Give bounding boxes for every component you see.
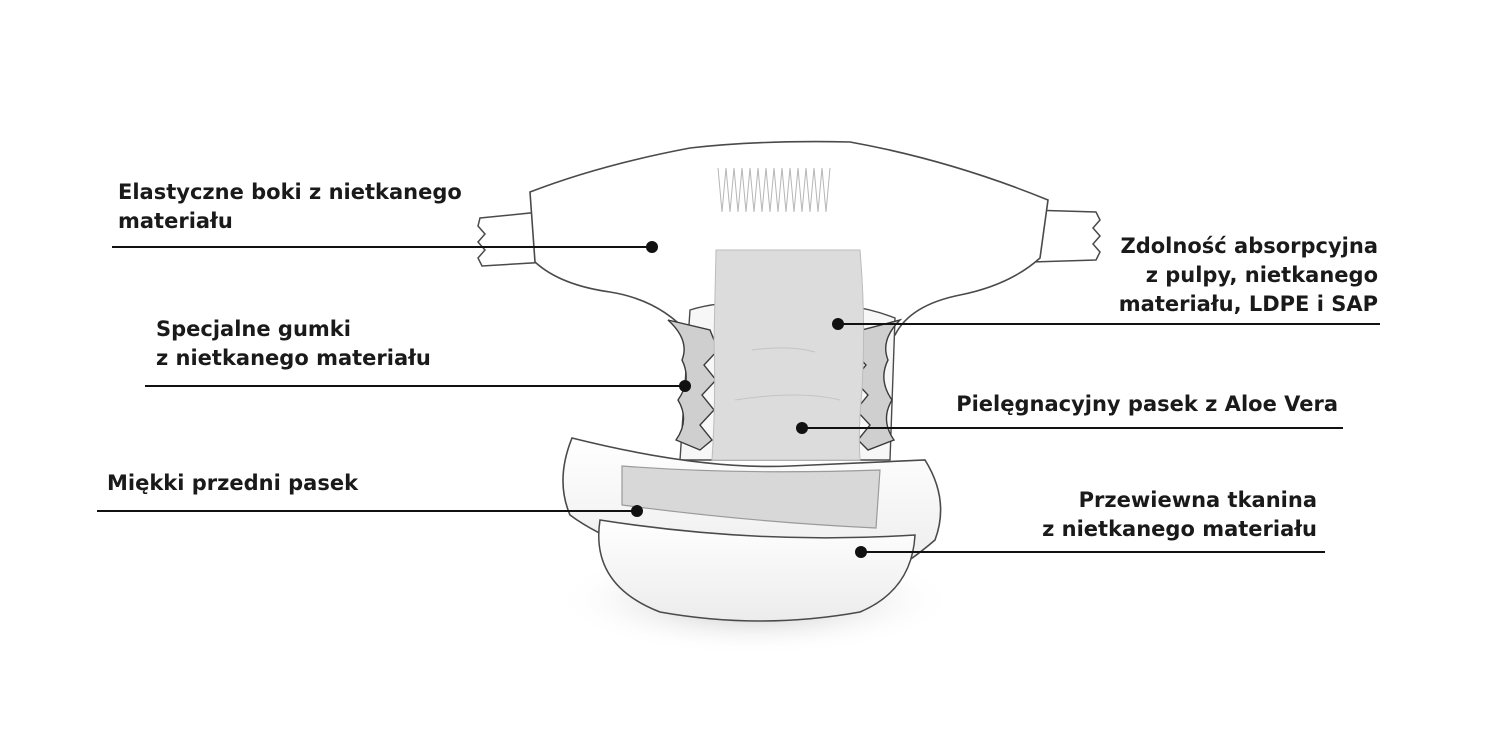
callout-front-strip-line-1: Miękki przedni pasek bbox=[107, 471, 359, 495]
right-tab bbox=[1029, 209, 1101, 263]
callout-absorbency-line-1: Zdolność absorpcyjna bbox=[1120, 234, 1379, 258]
callout-aloe-strip-line-1: Pielęgnacyjny pasek z Aloe Vera bbox=[956, 392, 1338, 416]
callout-dots bbox=[631, 241, 867, 558]
front-cup bbox=[598, 519, 916, 622]
front-strip bbox=[621, 465, 881, 529]
core-fold-line-2 bbox=[734, 394, 841, 401]
callout-absorbency-line-3: materiału, LDPE i SAP bbox=[1118, 292, 1378, 316]
callout-absorbency-line-2: z pulpy, nietkanego bbox=[1145, 263, 1378, 287]
dot-leg-elastics bbox=[679, 380, 691, 392]
callout-front-strip: Miękki przedni pasek bbox=[107, 469, 358, 498]
callout-aloe-strip: Pielęgnacyjny pasek z Aloe Vera bbox=[956, 390, 1338, 419]
callout-leg-elastics: Specjalne gumki z nietkanego materiału bbox=[156, 315, 431, 373]
dot-side-panels bbox=[646, 241, 658, 253]
callout-backsheet-line-1: Przewiewna tkanina bbox=[1078, 488, 1317, 512]
callout-backsheet-line-2: z nietkanego materiału bbox=[1042, 517, 1317, 541]
leader-lines bbox=[97, 246, 1380, 553]
waist-elastic bbox=[717, 167, 831, 213]
callout-leg-elastics-line-2: z nietkanego materiału bbox=[156, 346, 431, 370]
callout-leg-elastics-line-1: Specjalne gumki bbox=[156, 317, 351, 341]
dot-front-strip bbox=[631, 505, 643, 517]
back-waist-panel bbox=[529, 140, 1049, 336]
callout-side-panels: Elastyczne boki z nietkanego materiału bbox=[118, 178, 462, 236]
dot-aloe-strip bbox=[796, 422, 808, 434]
callout-side-panels-line-2: materiału bbox=[118, 209, 233, 233]
core-fold-line bbox=[751, 347, 816, 353]
dot-absorbency bbox=[832, 318, 844, 330]
right-leg-elastic bbox=[851, 318, 903, 451]
callout-absorbency: Zdolność absorpcyjna z pulpy, nietkanego… bbox=[1119, 232, 1378, 319]
dot-backsheet bbox=[855, 546, 867, 558]
left-leg-elastic bbox=[667, 319, 719, 451]
callout-backsheet: Przewiewna tkanina z nietkanego materiał… bbox=[1042, 486, 1317, 544]
callout-side-panels-line-1: Elastyczne boki z nietkanego bbox=[118, 180, 462, 204]
